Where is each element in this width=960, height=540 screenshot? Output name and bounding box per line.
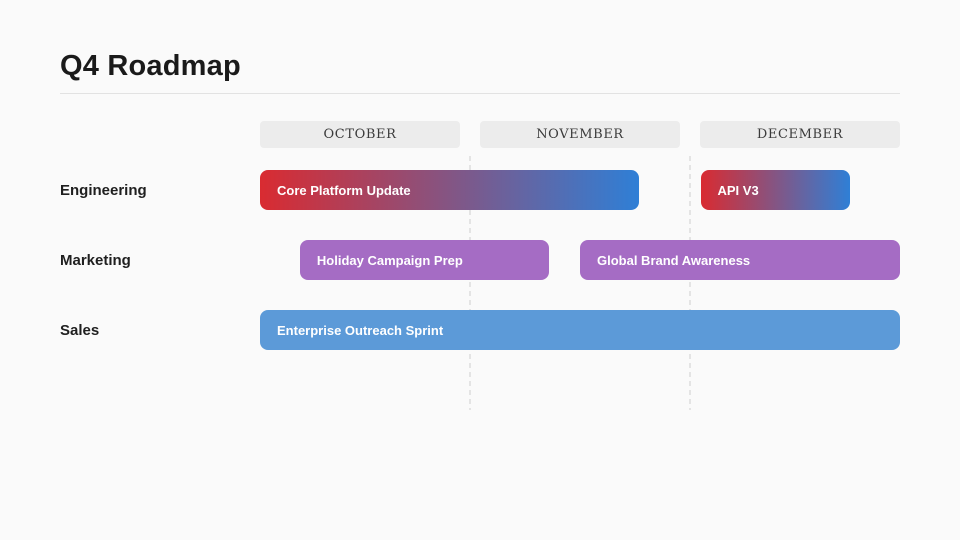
task-bar: API V3 <box>700 170 850 210</box>
month-header-november: NOVEMBER <box>480 121 680 148</box>
row-label-sales: Sales <box>60 321 100 339</box>
month-header-october: OCTOBER <box>260 121 460 148</box>
row-label-engineering: Engineering <box>60 181 147 199</box>
task-bar: Holiday Campaign Prep <box>299 240 550 280</box>
title-divider <box>60 93 900 94</box>
task-label: Enterprise Outreach Sprint <box>277 322 444 338</box>
task-label: Holiday Campaign Prep <box>316 252 463 268</box>
task-label: API V3 <box>717 182 759 198</box>
month-gridline <box>469 156 471 410</box>
month-header-december: DECEMBER <box>700 121 900 148</box>
task-bar: Enterprise Outreach Sprint <box>260 310 900 350</box>
task-label: Core Platform Update <box>277 182 411 198</box>
page-title: Q4 Roadmap <box>60 50 241 82</box>
task-bar: Core Platform Update <box>260 170 640 210</box>
task-bar: Global Brand Awareness <box>580 240 900 280</box>
month-gridline <box>689 156 691 410</box>
task-label: Global Brand Awareness <box>597 252 751 268</box>
row-label-marketing: Marketing <box>60 251 131 269</box>
